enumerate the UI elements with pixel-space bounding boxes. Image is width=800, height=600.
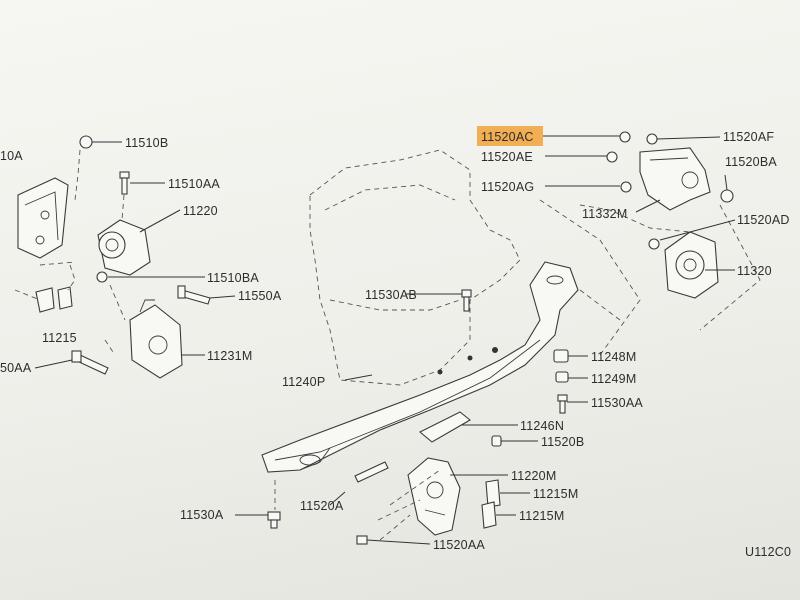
label-11220M: 11220M: [511, 469, 556, 483]
label-11520AA: 11520AA: [433, 538, 485, 552]
leader-lines: [34, 135, 736, 545]
label-11240P: 11240P: [282, 375, 325, 389]
label-11550AA-cut: 50AA: [0, 361, 32, 375]
washer-11249M: [555, 371, 569, 383]
nut-11510B: [79, 135, 93, 149]
label-11248M: 11248M: [591, 350, 636, 364]
bolt-11520AE: [606, 151, 618, 163]
label-11520AC: 11520AC: [481, 130, 534, 144]
engine-mount-11220: [97, 219, 151, 276]
label-11249M: 11249M: [591, 372, 636, 386]
label-11320: 11320: [737, 264, 772, 278]
bolt-11520AG: [620, 181, 632, 193]
bolt-11530A: [267, 511, 281, 529]
stopper-11215: [35, 286, 73, 313]
label-11520AF: 11520AF: [723, 130, 774, 144]
stopper-11215M-lower: [481, 501, 497, 529]
label-11520A: 11520A: [300, 499, 344, 513]
diagram-code: U112C0: [745, 545, 791, 559]
mount-bracket-11332M: [639, 147, 711, 211]
label-11231M: 11231M: [207, 349, 252, 363]
bolt-11530AA: [557, 394, 568, 414]
label-11215M-upper: 11215M: [533, 487, 578, 501]
label-11332M: 11332M: [582, 207, 627, 221]
label-11520B: 11520B: [541, 435, 584, 449]
label-11510BA: 11510BA: [207, 271, 259, 285]
stopper-11215M-upper: [485, 479, 501, 508]
label-11510AA: 11510AA: [168, 177, 220, 191]
label-11510A-cut: 10A: [0, 149, 23, 163]
label-11530AB: 11530AB: [365, 288, 417, 302]
nut-11520B: [491, 435, 502, 447]
label-11246N: 11246N: [520, 419, 564, 433]
label-11520AG: 11520AG: [481, 180, 534, 194]
engine-outline: [309, 149, 521, 386]
spacer-11248M: [553, 349, 569, 363]
bolt-11520AC: [619, 131, 631, 143]
label-11520BA: 11520BA: [725, 155, 777, 169]
label-11550A: 11550A: [238, 289, 282, 303]
bolt-11520AD: [648, 238, 660, 250]
bolt-11550AA: [71, 350, 109, 375]
bolt-11520AA: [356, 535, 368, 545]
crossmember: [261, 261, 579, 473]
bolt-11550A: [177, 285, 211, 305]
label-11510B: 11510B: [125, 136, 168, 150]
label-11530A: 11530A: [180, 508, 224, 522]
engine-mount-11320: [664, 231, 719, 299]
label-11520AE: 11520AE: [481, 150, 533, 164]
label-11215: 11215: [42, 331, 77, 345]
nut-11510BA: [96, 271, 108, 283]
label-11220: 11220: [183, 204, 218, 218]
engine-mount-11220M: [407, 457, 461, 536]
bolt-11520AF: [646, 133, 658, 145]
mount-bracket-11231M: [129, 299, 183, 379]
label-11215M-lower: 11215M: [519, 509, 564, 523]
bracket-11246N: [419, 411, 471, 443]
bolt-11520A: [354, 461, 389, 483]
label-11520AD: 11520AD: [737, 213, 790, 227]
nut-11520BA: [720, 189, 734, 203]
label-11530AA: 11530AA: [591, 396, 643, 410]
bolt-11510AA: [119, 171, 130, 195]
left-mount-bracket-11510: [17, 177, 69, 259]
highlight-marker: [477, 126, 543, 146]
